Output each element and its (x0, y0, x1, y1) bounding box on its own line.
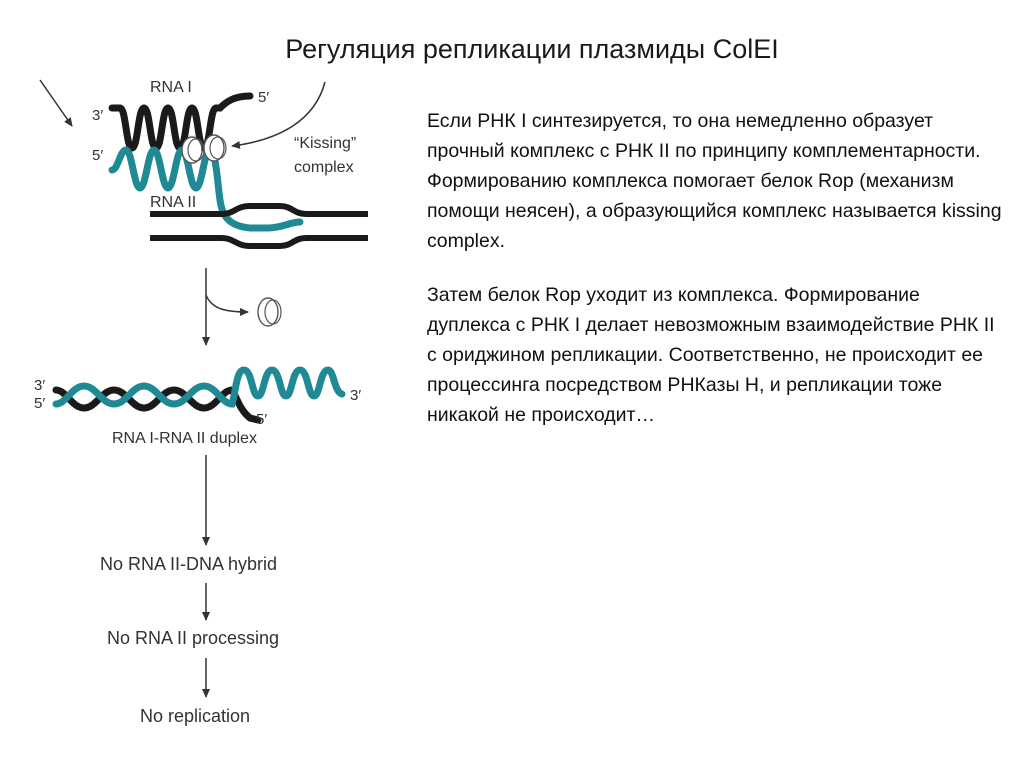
dna-bottom-strand (150, 238, 368, 246)
duplex-label: RNA I-RNA II duplex (112, 430, 257, 447)
duplex-rna2-strand (56, 370, 342, 404)
kissing-label-2: complex (294, 159, 354, 176)
colei-regulation-diagram: RNA I 3′ 5′ 5′ “Kissing” complex RNA II … (0, 60, 420, 768)
step-no-hybrid: No RNA II-DNA hybrid (100, 554, 277, 574)
rna1-label: RNA I (150, 79, 192, 96)
duplex-3prime-left: 3′ (34, 377, 45, 394)
kissing-label-1: “Kissing” (294, 135, 356, 152)
paragraph-kissing-complex: Если РНК I синтезируется, то она немедле… (427, 106, 1007, 256)
step-no-replication: No replication (140, 706, 250, 726)
duplex-5prime-right: 5′ (256, 411, 267, 428)
rna1-strand (112, 96, 250, 148)
rna1-5prime: 5′ (258, 89, 269, 106)
step-no-processing: No RNA II processing (107, 628, 279, 648)
duplex-3prime-right: 3′ (350, 387, 361, 404)
released-rop-icon (258, 298, 281, 326)
paragraph-duplex: Затем белок Rop уходит из комплекса. Фор… (427, 280, 1007, 430)
duplex-5prime-left: 5′ (34, 395, 45, 412)
incoming-arrow (40, 80, 72, 126)
rna2-5prime: 5′ (92, 147, 103, 164)
rna2-label: RNA II (150, 194, 196, 211)
rna1-3prime: 3′ (92, 107, 103, 124)
rop-release-arrow (206, 295, 248, 312)
explanation-text: Если РНК I синтезируется, то она немедле… (427, 106, 1007, 454)
